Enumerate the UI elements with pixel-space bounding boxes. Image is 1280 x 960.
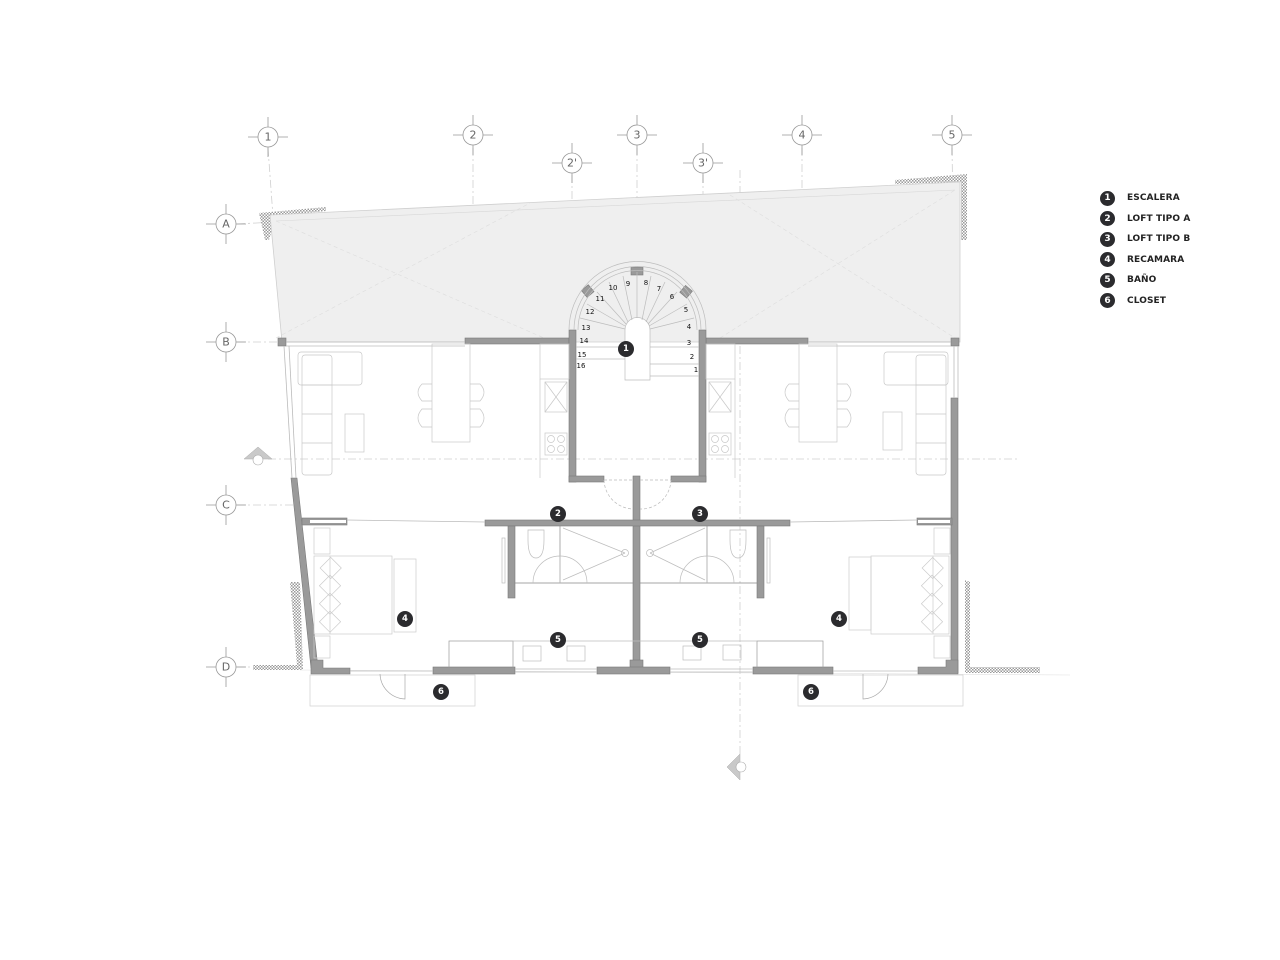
svg-text:3: 3 xyxy=(687,339,691,347)
badge-loft-b[interactable]: 3 xyxy=(692,506,708,522)
legend-number-badge: 5 xyxy=(1100,272,1115,288)
svg-text:10: 10 xyxy=(609,284,618,292)
badge-bath-left[interactable]: 5 xyxy=(550,632,566,648)
furniture-left-living xyxy=(297,343,570,478)
svg-text:8: 8 xyxy=(644,279,648,287)
grid-row-c xyxy=(206,485,246,525)
furniture-left-bedroom xyxy=(313,527,514,669)
furniture-right-bedroom xyxy=(756,527,951,669)
legend-number-badge: 6 xyxy=(1100,293,1115,309)
badge-loft-a[interactable]: 2 xyxy=(550,506,566,522)
svg-text:5: 5 xyxy=(555,635,561,645)
legend-label: LOFT TIPO A xyxy=(1127,213,1191,224)
legend-item-closet: 6 CLOSET xyxy=(1100,291,1250,312)
svg-text:2: 2 xyxy=(690,353,694,361)
closets xyxy=(309,673,964,707)
grid-column-markers xyxy=(248,115,972,183)
stair-doors xyxy=(603,479,672,510)
svg-text:6: 6 xyxy=(438,687,444,697)
stair-step-numbers: 1 2 3 4 5 6 7 8 9 10 11 12 13 14 15 16 xyxy=(577,279,699,374)
grid-col-label: 2' xyxy=(567,157,577,170)
grid-col-label: 3' xyxy=(698,157,708,170)
grid-col-3 xyxy=(617,115,657,155)
grid-row-label: C xyxy=(222,499,230,512)
grid-row-d xyxy=(206,647,246,687)
grid-col-1 xyxy=(248,117,288,157)
glazing xyxy=(283,341,959,673)
svg-text:5: 5 xyxy=(697,635,703,645)
grid-col-label: 1 xyxy=(265,131,272,144)
grid-row-a xyxy=(206,204,246,244)
grid-row-label: B xyxy=(222,336,230,349)
grid-col-2 xyxy=(453,115,493,155)
svg-text:12: 12 xyxy=(586,308,595,316)
spiral-stair xyxy=(568,261,707,381)
svg-text:4: 4 xyxy=(687,323,692,331)
grid-row-label: D xyxy=(222,661,230,674)
legend-label: BAÑO xyxy=(1127,275,1157,286)
badge-closet-left[interactable]: 6 xyxy=(433,684,449,700)
svg-text:5: 5 xyxy=(684,306,688,314)
legend-number-badge: 4 xyxy=(1100,252,1115,268)
walls xyxy=(277,266,960,675)
grid-col-label: 2 xyxy=(470,129,477,142)
badge-bedroom-left[interactable]: 4 xyxy=(397,611,413,627)
grid-col-2p xyxy=(552,143,592,183)
legend-label: ESCALERA xyxy=(1127,193,1180,204)
svg-text:14: 14 xyxy=(580,337,589,345)
svg-text:15: 15 xyxy=(578,351,587,359)
grid-col-5 xyxy=(932,115,972,155)
svg-text:2: 2 xyxy=(555,509,561,519)
grid-col-label: 4 xyxy=(799,129,806,142)
legend-item-escalera: 1 ESCALERA xyxy=(1100,188,1250,209)
legend: 1 ESCALERA 2 LOFT TIPO A 3 LOFT TIPO B 4… xyxy=(1100,188,1250,311)
grid-col-3p xyxy=(683,143,723,183)
grid-col-label: 5 xyxy=(949,129,956,142)
legend-label: RECAMARA xyxy=(1127,254,1185,265)
svg-text:11: 11 xyxy=(596,295,605,303)
badge-closet-right[interactable]: 6 xyxy=(803,684,819,700)
legend-label: LOFT TIPO B xyxy=(1127,234,1191,245)
room-badges: 1 2 3 4 4 5 5 6 6 xyxy=(397,341,847,700)
badge-stair[interactable]: 1 xyxy=(618,341,634,357)
section-marker-bottom-icon xyxy=(726,753,747,781)
legend-item-loft-tipo-a: 2 LOFT TIPO A xyxy=(1100,209,1250,230)
legend-number-badge: 1 xyxy=(1100,190,1115,206)
legend-item-recamara: 4 RECAMARA xyxy=(1100,250,1250,271)
grid-row-markers xyxy=(206,204,246,687)
svg-text:1: 1 xyxy=(694,366,698,374)
legend-item-loft-tipo-b: 3 LOFT TIPO B xyxy=(1100,229,1250,250)
svg-text:7: 7 xyxy=(657,285,661,293)
legend-number-badge: 3 xyxy=(1100,231,1115,247)
section-marker-left-icon xyxy=(243,446,273,466)
svg-text:9: 9 xyxy=(626,280,630,288)
svg-text:6: 6 xyxy=(808,687,814,697)
svg-text:4: 4 xyxy=(836,614,842,624)
badge-bedroom-right[interactable]: 4 xyxy=(831,611,847,627)
grid-row-b xyxy=(206,322,246,362)
badge-bath-right[interactable]: 5 xyxy=(692,632,708,648)
furniture-right-living xyxy=(705,343,949,478)
legend-label: CLOSET xyxy=(1127,295,1167,306)
grid-col-label: 3 xyxy=(634,129,641,142)
svg-text:6: 6 xyxy=(670,293,675,301)
svg-text:13: 13 xyxy=(582,324,591,332)
svg-text:16: 16 xyxy=(577,362,586,370)
grid-row-label: A xyxy=(222,218,230,231)
svg-text:3: 3 xyxy=(697,509,703,519)
grid-col-4 xyxy=(782,115,822,155)
legend-number-badge: 2 xyxy=(1100,211,1115,227)
terrace-area xyxy=(259,174,967,343)
svg-text:1: 1 xyxy=(623,344,629,354)
svg-text:4: 4 xyxy=(402,614,408,624)
legend-item-bano: 5 BAÑO xyxy=(1100,270,1250,291)
